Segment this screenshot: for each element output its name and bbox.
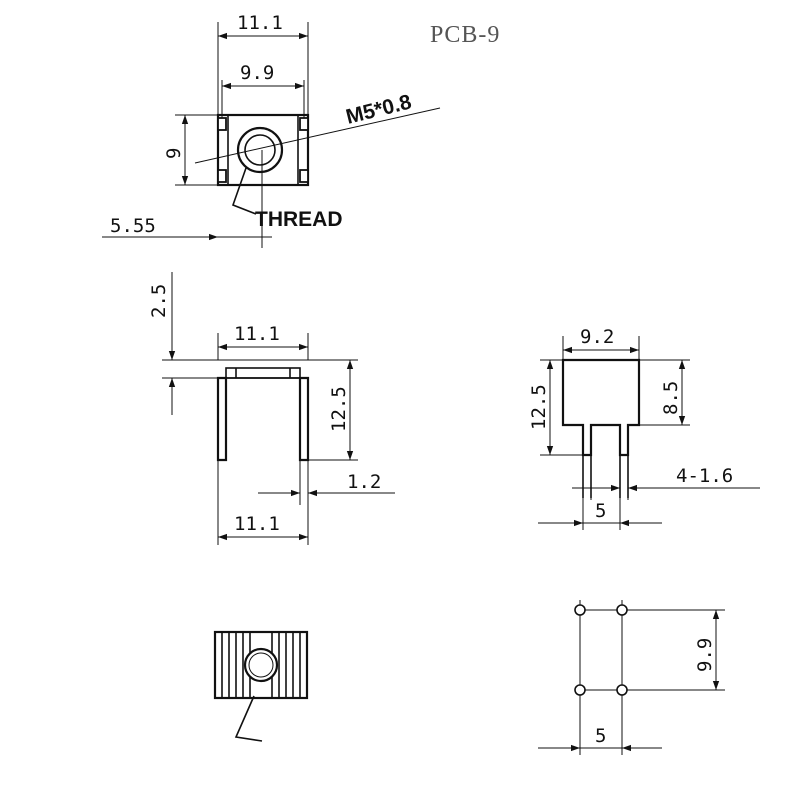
dim-footprint-vertical: 9.9 bbox=[694, 638, 716, 672]
footprint-hole bbox=[616, 604, 628, 616]
thread-spec: M5*0.8 bbox=[344, 90, 414, 128]
dim-bottom-width: 11.1 bbox=[234, 513, 280, 535]
top-view-body bbox=[216, 113, 310, 187]
dim-side-width: 9.2 bbox=[580, 326, 614, 348]
thread-hole-inner bbox=[244, 134, 276, 166]
footprint-hole bbox=[574, 604, 586, 616]
dim-offset: 5.55 bbox=[110, 215, 156, 237]
isometric-leader bbox=[234, 695, 263, 742]
pcb-footprint: 9.9 5 bbox=[538, 600, 725, 755]
dim-top-width: 11.1 bbox=[234, 323, 280, 345]
dim-front-height: 12.5 bbox=[328, 386, 350, 432]
dim-outer-width: 11.1 bbox=[237, 12, 283, 34]
drawing-title: PCB-9 bbox=[430, 22, 500, 48]
dim-height: 9 bbox=[163, 148, 185, 159]
footprint-hole bbox=[616, 684, 628, 696]
isometric-view bbox=[213, 630, 309, 742]
dim-side-total-height: 12.5 bbox=[528, 384, 550, 430]
side-view: 9.2 12.5 8.5 4-1.6 5 bbox=[528, 326, 760, 530]
dim-leg-thickness: 1.2 bbox=[347, 471, 381, 493]
isometric-thread-hole bbox=[243, 647, 279, 683]
isometric-body bbox=[213, 630, 309, 700]
dim-pin-spacing: 5 bbox=[595, 500, 606, 522]
dim-pins: 4-1.6 bbox=[676, 465, 733, 487]
footprint-hole bbox=[574, 684, 586, 696]
thread-hole-outer bbox=[236, 126, 284, 174]
side-view-body bbox=[561, 358, 641, 457]
thread-spec-leader bbox=[194, 107, 441, 164]
top-view: 11.1 9.9 9 M5*0.8 THREAD 5.55 bbox=[102, 12, 441, 248]
front-view: 2.5 11.1 12.5 1.2 11.1 bbox=[148, 272, 395, 545]
dim-top-offset: 2.5 bbox=[148, 284, 170, 318]
front-view-body bbox=[216, 376, 310, 462]
thread-label: THREAD bbox=[255, 208, 343, 231]
dim-side-body-height: 8.5 bbox=[660, 381, 682, 415]
dim-inner-width: 9.9 bbox=[240, 62, 274, 84]
thread-leader bbox=[231, 167, 257, 215]
dim-footprint-horizontal: 5 bbox=[595, 725, 606, 747]
